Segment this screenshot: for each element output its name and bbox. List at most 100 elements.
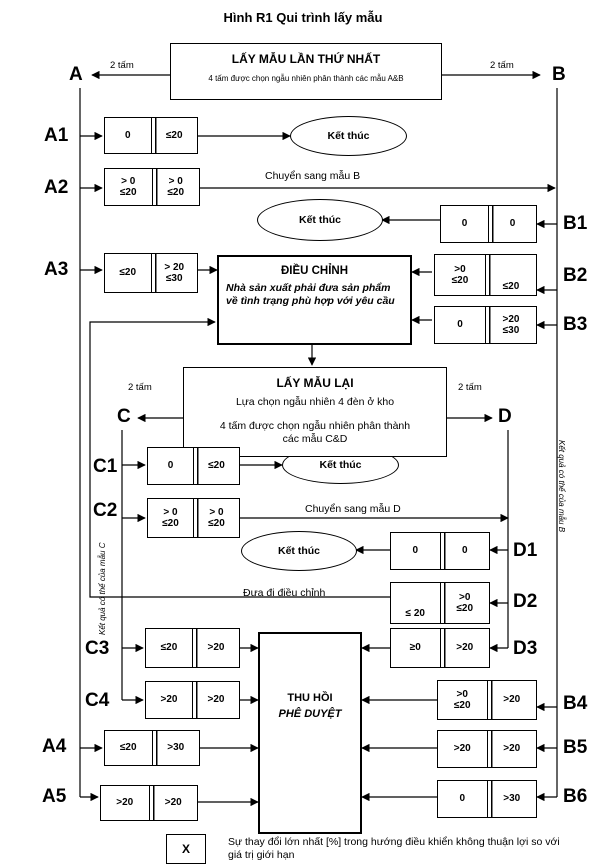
- two-sheets-label-b: 2 tấm: [490, 60, 514, 71]
- label-a: A: [69, 64, 83, 85]
- a4-box: ≤20 >30: [104, 730, 200, 766]
- c4-box: >20 >20: [145, 681, 240, 719]
- send-adjust-label: Đưa đi điều chỉnh: [243, 587, 326, 599]
- a3-cell-2: > 20 ≤30: [150, 254, 198, 292]
- c2-cell-2: > 0 ≤20: [193, 499, 239, 537]
- end-oval-d1: Kết thúc: [241, 531, 357, 571]
- label-b4: B4: [563, 693, 588, 714]
- resampling-box: LẤY MẪU LẠI Lựa chọn ngẫu nhiên 4 đèn ở …: [183, 367, 447, 457]
- move-to-b-label: Chuyển sang mẫu B: [265, 170, 361, 182]
- recall-box: THU HỒI PHÊ DUYỆT: [258, 632, 362, 834]
- label-c1: C1: [93, 456, 118, 477]
- label-b: B: [552, 64, 566, 85]
- label-c2: C2: [93, 500, 118, 521]
- first-sampling-box: LẤY MẪU LẦN THỨ NHẤT 4 tấm được chọn ngẫ…: [170, 43, 442, 100]
- c4-cell-1: >20: [160, 694, 178, 706]
- d3-cell-2: >20: [439, 629, 490, 667]
- c1-cell-1: 0: [167, 460, 174, 472]
- a3-cell-1: ≤20: [119, 267, 137, 279]
- label-a2: A2: [44, 177, 69, 198]
- side-label-b: Kết quả có thể của mẫu B: [557, 440, 566, 533]
- label-b2: B2: [563, 265, 588, 286]
- c2-cell-1: > 0 ≤20: [162, 506, 179, 530]
- a4-cell-2: >30: [151, 731, 200, 765]
- label-a4: A4: [42, 736, 67, 757]
- b3-cell-2: >20 ≤30: [485, 307, 536, 343]
- first-sampling-subtitle: 4 tấm được chọn ngẫu nhiên phân thành cá…: [208, 74, 404, 83]
- a2-cell-1: > 0 ≤20: [119, 175, 137, 199]
- legend-symbol: X: [181, 842, 190, 856]
- label-c4: C4: [85, 690, 110, 711]
- c2-box: > 0 ≤20 > 0 ≤20: [147, 498, 240, 538]
- b2-cell-1: >0 ≤20: [451, 263, 469, 287]
- c3-cell-2: >20: [192, 629, 239, 667]
- b2-box: >0 ≤20 ≤20: [434, 254, 537, 296]
- a2-cell-2: > 0 ≤20: [151, 169, 200, 205]
- resampling-line2: 4 tấm được chọn ngẫu nhiên phân thành cá…: [219, 420, 411, 445]
- b6-cell-1: 0: [459, 793, 466, 805]
- move-to-d-label: Chuyển sang mẫu D: [305, 503, 401, 515]
- d2-cell-2: >0 ≤20: [439, 583, 490, 623]
- d3-cell-1: ≥0: [409, 642, 421, 654]
- legend-symbol-box: X: [166, 834, 206, 864]
- side-label-c: Kết quả có thể của mẫu C: [98, 542, 107, 636]
- a5-cell-2: >20: [148, 786, 198, 820]
- b4-cell-1: >0 ≤20: [453, 688, 471, 712]
- label-d3: D3: [513, 638, 538, 659]
- label-d1: D1: [513, 540, 538, 561]
- a5-box: >20 >20: [100, 785, 198, 821]
- label-a1: A1: [44, 125, 69, 146]
- c1-box: 0 ≤20: [147, 447, 240, 485]
- resampling-title: LẤY MẪU LẠI: [276, 376, 354, 390]
- d2-box: ≤ 20 >0 ≤20: [390, 582, 490, 624]
- b1-cell-2: 0: [488, 206, 536, 242]
- label-b1: B1: [563, 213, 588, 234]
- two-sheets-label-a: 2 tấm: [110, 60, 134, 71]
- a2-box: > 0 ≤20 > 0 ≤20: [104, 168, 200, 206]
- figure-title: Hình R1 Qui trình lấy mẫu: [223, 10, 383, 25]
- label-b3: B3: [563, 314, 588, 335]
- adjust-title: ĐIỀU CHỈNH: [280, 265, 349, 277]
- recall-line1: THU HỒI: [287, 692, 333, 704]
- b4-box: >0 ≤20 >20: [437, 680, 537, 720]
- c4-cell-2: >20: [192, 682, 239, 718]
- label-c: C: [117, 406, 131, 427]
- a1-cell-1: 0: [124, 129, 131, 141]
- end-oval-b1: Kết thúc: [257, 199, 383, 241]
- b5-cell-1: >20: [453, 743, 471, 755]
- c3-cell-1: ≤20: [160, 642, 178, 654]
- end-oval-a1: Kết thúc: [290, 116, 407, 156]
- two-sheets-label-c: 2 tấm: [128, 382, 152, 393]
- d1-box: 0 0: [390, 532, 490, 570]
- b2-cell-2: ≤20: [485, 255, 536, 295]
- a5-cell-1: >20: [116, 797, 134, 809]
- label-b6: B6: [563, 786, 588, 807]
- b6-box: 0 >30: [437, 780, 537, 818]
- d1-cell-1: 0: [412, 545, 419, 557]
- two-sheets-label-d: 2 tấm: [458, 382, 482, 393]
- adjust-box: ĐIỀU CHỈNH Nhà sản xuất phải đưa sản phẩ…: [217, 255, 412, 345]
- resampling-line1: Lựa chọn ngẫu nhiên 4 đèn ở kho: [235, 396, 395, 408]
- legend-text: Sự thay đổi lớn nhất [%] trong hướng điề…: [228, 836, 560, 862]
- c3-box: ≤20 >20: [145, 628, 240, 668]
- a1-box: 0 ≤20: [104, 117, 198, 154]
- label-c3: C3: [85, 638, 110, 659]
- d3-box: ≥0 >20: [390, 628, 490, 668]
- b1-cell-1: 0: [461, 218, 468, 230]
- d2-cell-1: ≤ 20: [405, 607, 425, 619]
- recall-line2: PHÊ DUYỆT: [278, 708, 342, 720]
- b5-cell-2: >20: [486, 731, 537, 767]
- a1-cell-2: ≤20: [150, 118, 198, 153]
- first-sampling-title: LẤY MẪU LẦN THỨ NHẤT: [231, 52, 381, 66]
- label-b5: B5: [563, 737, 588, 758]
- b3-box: 0 >20 ≤30: [434, 306, 537, 344]
- label-d2: D2: [513, 591, 538, 612]
- a4-cell-1: ≤20: [119, 742, 137, 754]
- label-a5: A5: [42, 786, 67, 807]
- adjust-text: Nhà sản xuất phải đưa sản phẩm về tình t…: [226, 282, 395, 307]
- b3-cell-1: 0: [457, 319, 463, 331]
- a3-box: ≤20 > 20 ≤30: [104, 253, 198, 293]
- b5-box: >20 >20: [437, 730, 537, 768]
- c1-cell-2: ≤20: [193, 448, 239, 484]
